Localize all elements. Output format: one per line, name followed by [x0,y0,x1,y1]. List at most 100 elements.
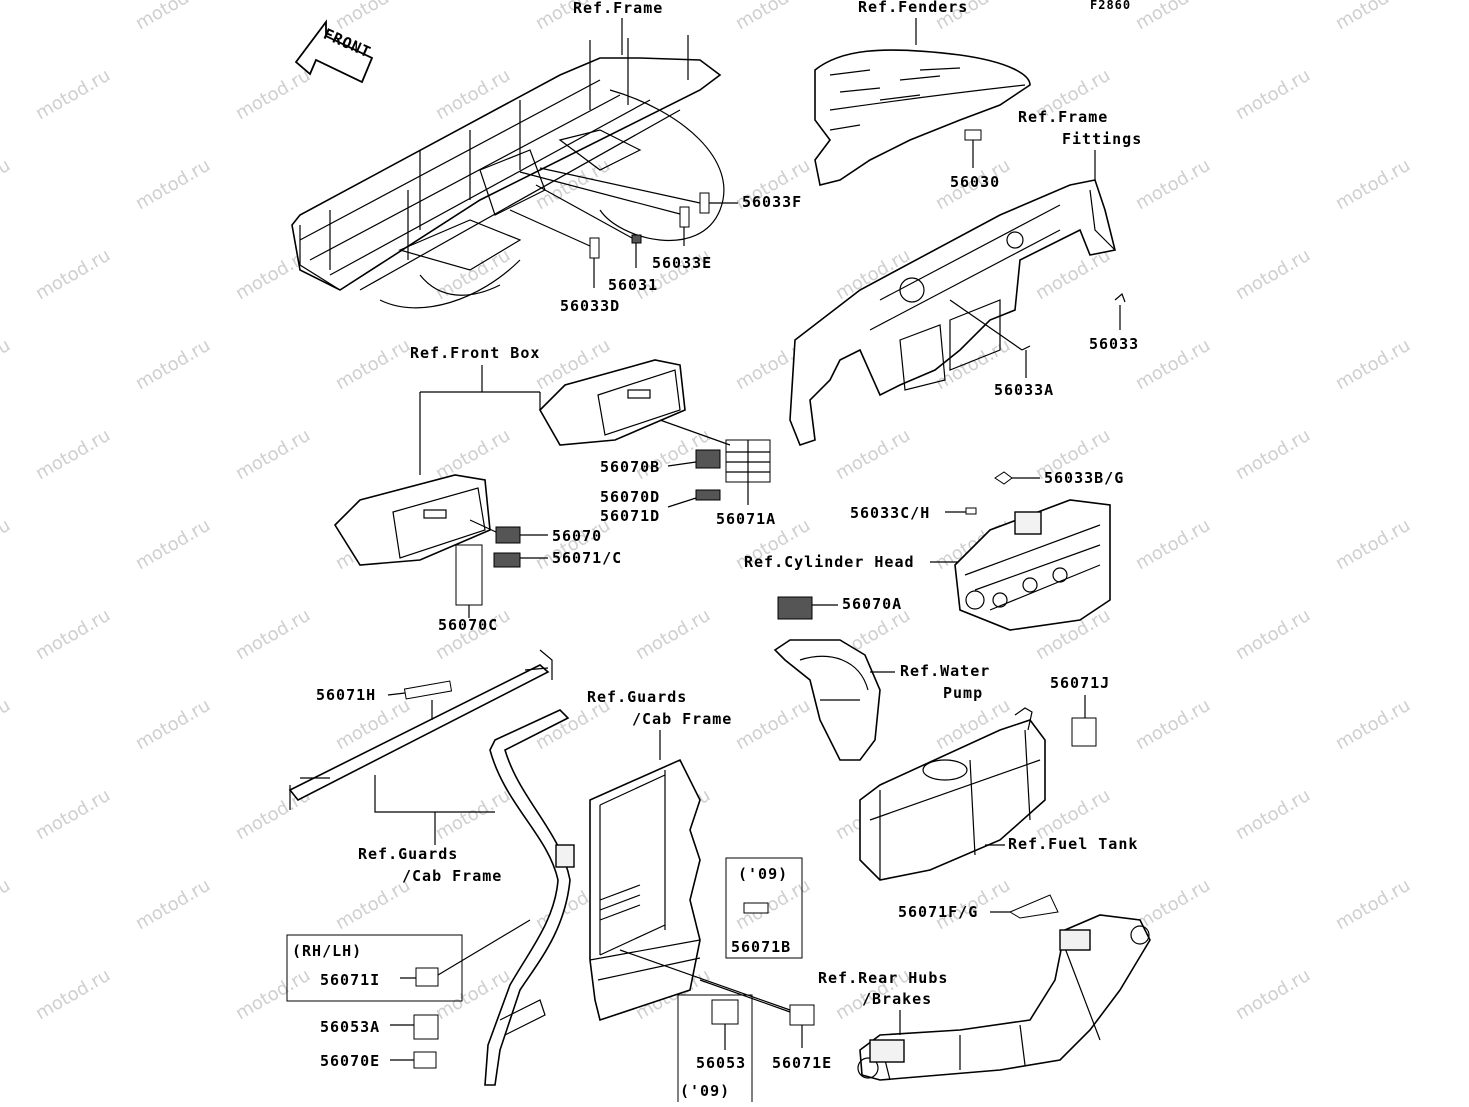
part-56030: 56030 [950,173,1000,191]
watermark-text: motod.ru [232,605,314,664]
sticker-56070A [777,596,813,620]
watermark-text: motod.ru [32,245,114,304]
watermark-text: motod.ru [1132,335,1214,394]
sticker-56071H [403,680,453,700]
part-56071C: 56071/C [552,549,622,567]
label-stickers [403,129,1126,1069]
part-56071A: 56071A [716,510,776,528]
fuel-tank-illustration [859,707,1046,881]
watermark-text: motod.ru [1132,0,1214,34]
watermark-text: motod.ru [232,65,314,124]
side-tube-illustration [484,709,575,1086]
ref-guards-left-label-2: /Cab Frame [402,867,502,885]
watermark-text: motod.ru [632,605,714,664]
sticker-56030 [964,129,982,141]
ref-guards-left-label-1: Ref.Guards [358,845,458,863]
watermark-text: motod.ru [0,695,14,754]
cab-bar-illustration [288,649,553,810]
watermark-text: motod.ru [432,785,514,844]
sticker-56033 [1114,292,1126,303]
watermark-text: motod.ru [1232,245,1314,304]
dash-panel-illustration [789,179,1116,446]
watermark-text: motod.ru [1332,875,1414,934]
watermark-text: motod.ru [1232,605,1314,664]
watermark-text: motod.ru [832,425,914,484]
sticker-56053 [711,999,739,1025]
note-rhlh: (RH/LH) [292,942,362,960]
sticker-56033D [589,237,600,259]
watermark-text: motod.ru [0,875,14,934]
ref-water-pump-label-1: Ref.Water [900,662,990,680]
part-56070D: 56070D [600,488,660,506]
watermark-text: motod.ru [232,425,314,484]
part-56033D: 56033D [560,297,620,315]
watermark-text: motod.ru [0,515,14,574]
figure-code: F2860 [1090,0,1131,12]
ref-guards-mid-label-2: /Cab Frame [632,710,732,728]
ref-fenders-label: Ref.Fenders [858,0,968,16]
watermark-text: motod.ru [1232,425,1314,484]
part-56033CH: 56033C/H [850,504,930,522]
ref-front-box-label: Ref.Front Box [410,344,540,362]
sticker-56070E [413,1051,437,1069]
watermark-text: motod.ru [1332,155,1414,214]
sticker-56033CH [965,507,977,515]
front-box-upper-illustration [539,359,686,446]
watermark-text: motod.ru [1032,245,1114,304]
sticker-56070 [495,526,521,544]
note-09-b: ('09) [680,1082,730,1100]
part-56070B: 56070B [600,458,660,476]
watermark-text: motod.ru [132,875,214,934]
watermark-layer: motod.ru motod.ru motod.ru motod.ru motod.ru… [0,0,1414,1024]
watermark-text: motod.ru [1332,515,1414,574]
part-56071I: 56071I [320,971,380,989]
year-box-56071B [725,857,803,959]
sticker-56070B [695,449,721,469]
sticker-56033F [699,192,710,214]
part-56071J: 56071J [1050,674,1110,692]
rear-axle-illustration [857,914,1151,1081]
water-pump-guard-illustration [773,639,881,761]
ref-frame-fittings-label-2: Fittings [1062,130,1142,148]
leader-lines [374,18,1121,1061]
sticker-56033E [679,206,690,228]
watermark-text: motod.ru [1132,875,1214,934]
part-56070C: 56070C [438,616,498,634]
part-56071FG: 56071F/G [898,903,978,921]
part-56071D: 56071D [600,507,660,525]
ref-rear-hubs-label-2: /Brakes [862,990,932,1008]
watermark-text: motod.ru [332,335,414,394]
watermark-text: motod.ru [1232,965,1314,1024]
watermark-text: motod.ru [32,65,114,124]
sticker-56070C [455,544,483,606]
part-56033: 56033 [1089,335,1139,353]
sticker-56071FG [1008,894,1059,919]
watermark-text: motod.ru [132,155,214,214]
part-56033E: 56033E [652,254,712,272]
labels: F2860 Ref.Frame Ref.Fenders Ref.Frame Fi… [292,0,1142,1100]
ref-frame-label: Ref.Frame [573,0,663,17]
watermark-text: motod.ru [132,335,214,394]
part-56033F: 56033F [742,193,802,211]
watermark-text: motod.ru [1232,785,1314,844]
sticker-56031 [631,234,642,244]
watermark-text: motod.ru [32,605,114,664]
front-box-lower-illustration [333,474,491,566]
front-arrow-icon: FRONT [294,19,374,84]
part-56033BG: 56033B/G [1044,469,1124,487]
sticker-56071I [415,967,439,987]
sticker-56071C [493,552,521,568]
watermark-text: motod.ru [132,0,214,34]
cylinder-head-illustration [954,499,1111,631]
fender-illustration [814,49,1031,186]
part-56070E: 56070E [320,1052,380,1070]
watermark-text: motod.ru [1232,65,1314,124]
ref-frame-fittings-label-1: Ref.Frame [1018,108,1108,126]
watermark-text: motod.ru [132,695,214,754]
sticker-56033BG [994,471,1013,485]
watermark-text: motod.ru [32,965,114,1024]
watermark-text: motod.ru [1332,695,1414,754]
sticker-56033A [1021,345,1031,351]
